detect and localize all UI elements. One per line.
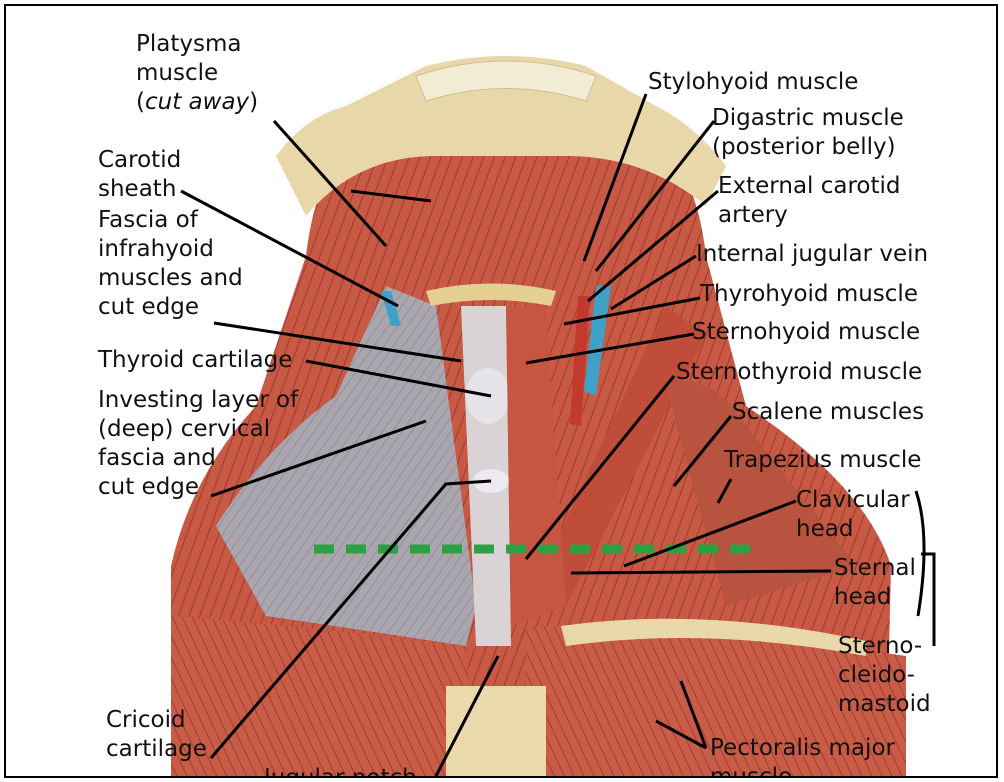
label-trapezius: Trapezius muscle — [724, 446, 921, 475]
label-jugular-notch: Jugular notch — [264, 764, 417, 778]
label-sternocleidomastoid: Sterno- cleido- mastoid — [838, 632, 931, 719]
label-carotid-sheath-line2: sheath — [98, 175, 181, 204]
label-platysma-line1: Platysma — [136, 30, 258, 59]
label-cricoid-cartilage: Cricoid cartilage — [106, 706, 207, 764]
label-fascia-line1: Fascia of — [98, 206, 243, 235]
label-cricoid-line2: cartilage — [106, 735, 207, 764]
label-sternohyoid: Sternohyoid muscle — [692, 318, 920, 347]
figure-frame: Platysma muscle (cut away) Carotid sheat… — [4, 4, 998, 778]
label-external-carotid: External carotid artery — [718, 172, 901, 230]
label-carotid-sheath: Carotid sheath — [98, 146, 181, 204]
leader-sternal — [571, 571, 831, 573]
label-pectoralis-major: Pectoralis major muscle — [710, 734, 895, 778]
label-sternal-line1: Sternal — [834, 554, 916, 583]
manubrium-shape — [446, 686, 546, 778]
label-platysma-close-paren: ) — [249, 89, 258, 115]
label-investing-line4: cut edge — [98, 473, 298, 502]
label-investing-line2: (deep) cervical — [98, 415, 298, 444]
label-investing-layer: Investing layer of (deep) cervical fasci… — [98, 386, 298, 502]
label-clavicular-line1: Clavicular — [796, 486, 910, 515]
label-stylohyoid: Stylohyoid muscle — [648, 68, 858, 97]
label-sternal-head: Sternal head — [834, 554, 916, 612]
label-pectoralis-line2: muscle — [710, 763, 895, 778]
label-sternal-line2: head — [834, 583, 916, 612]
label-carotid-sheath-line1: Carotid — [98, 146, 181, 175]
label-digastric-line2: (posterior belly) — [712, 133, 904, 162]
label-platysma-line3: (cut away) — [136, 88, 258, 117]
label-scalene: Scalene muscles — [732, 398, 924, 427]
label-platysma-cut-away: cut away — [145, 89, 249, 115]
label-thyroid-cartilage: Thyroid cartilage — [98, 346, 292, 375]
label-digastric: Digastric muscle (posterior belly) — [712, 104, 904, 162]
label-fascia-line3: muscles and — [98, 264, 243, 293]
label-investing-line3: fascia and — [98, 444, 298, 473]
label-scm-line3: mastoid — [838, 690, 931, 719]
label-cricoid-line1: Cricoid — [106, 706, 207, 735]
label-external-carotid-line2: artery — [718, 201, 901, 230]
label-thyrohyoid: Thyrohyoid muscle — [700, 280, 918, 309]
label-fascia-line4: cut edge — [98, 293, 243, 322]
label-platysma-line2: muscle — [136, 59, 258, 88]
label-fascia-infrahyoid: Fascia of infrahyoid muscles and cut edg… — [98, 206, 243, 322]
label-sternothyroid: Sternothyroid muscle — [676, 358, 922, 387]
label-external-carotid-line1: External carotid — [718, 172, 901, 201]
label-scm-line2: cleido- — [838, 661, 931, 690]
label-pectoralis-line1: Pectoralis major — [710, 734, 895, 763]
label-platysma-open-paren: ( — [136, 89, 145, 115]
label-clavicular-line2: head — [796, 515, 910, 544]
label-digastric-line1: Digastric muscle — [712, 104, 904, 133]
label-platysma: Platysma muscle (cut away) — [136, 30, 258, 117]
label-internal-jugular: Internal jugular vein — [696, 240, 928, 269]
label-scm-line1: Sterno- — [838, 632, 931, 661]
label-fascia-line2: infrahyoid — [98, 235, 243, 264]
label-investing-line1: Investing layer of — [98, 386, 298, 415]
label-clavicular-head: Clavicular head — [796, 486, 910, 544]
